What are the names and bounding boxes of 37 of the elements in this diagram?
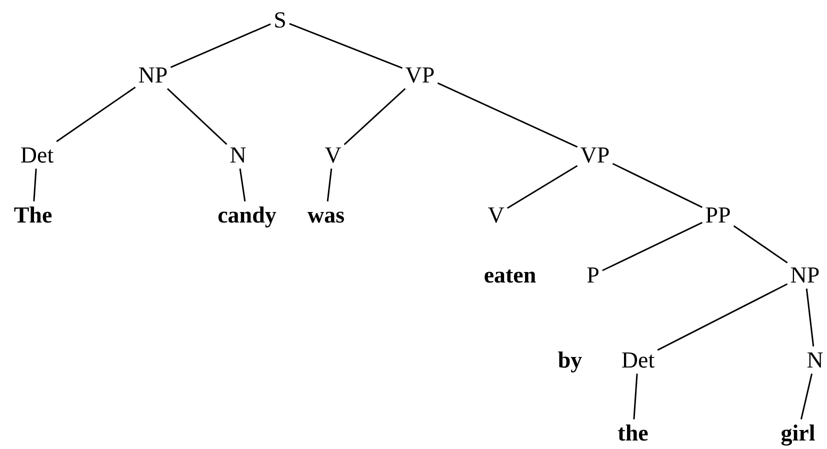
tree-branch [657, 283, 788, 351]
word-label: The [14, 202, 52, 228]
tree-branch [806, 288, 814, 346]
category-label: VP [580, 142, 610, 168]
category-label: VP [405, 62, 435, 88]
category-label: P [586, 262, 600, 288]
tree-branch [612, 162, 703, 208]
tree-branch [170, 23, 271, 68]
tree-branch [437, 82, 578, 148]
category-label: PP [705, 202, 731, 228]
word-label: by [558, 347, 582, 373]
category-label: Det [20, 142, 54, 168]
word-label: eaten [484, 262, 536, 288]
tree-branch [800, 373, 813, 420]
tree-branch [239, 168, 246, 202]
tree-branch [733, 225, 788, 264]
category-label: NP [790, 262, 820, 288]
word-label: girl [780, 420, 816, 446]
tree-branch [506, 165, 578, 209]
category-label: S [274, 7, 286, 33]
tree-branch [602, 222, 703, 272]
category-label: Det [621, 347, 655, 373]
tree-branch [633, 374, 638, 420]
tree-branch [326, 168, 332, 202]
tree-branch [33, 168, 37, 202]
category-label: N [230, 142, 246, 168]
tree-branch [344, 88, 406, 146]
word-label: was [307, 202, 345, 228]
word-label: candy [218, 202, 276, 228]
category-label: N [806, 347, 824, 373]
word-label: the [618, 420, 648, 446]
category-label: NP [138, 62, 168, 88]
tree-branch [289, 23, 403, 69]
tree-branch [166, 88, 228, 145]
category-label: V [488, 202, 504, 228]
category-label: V [324, 142, 342, 168]
tree-branch [56, 86, 136, 142]
